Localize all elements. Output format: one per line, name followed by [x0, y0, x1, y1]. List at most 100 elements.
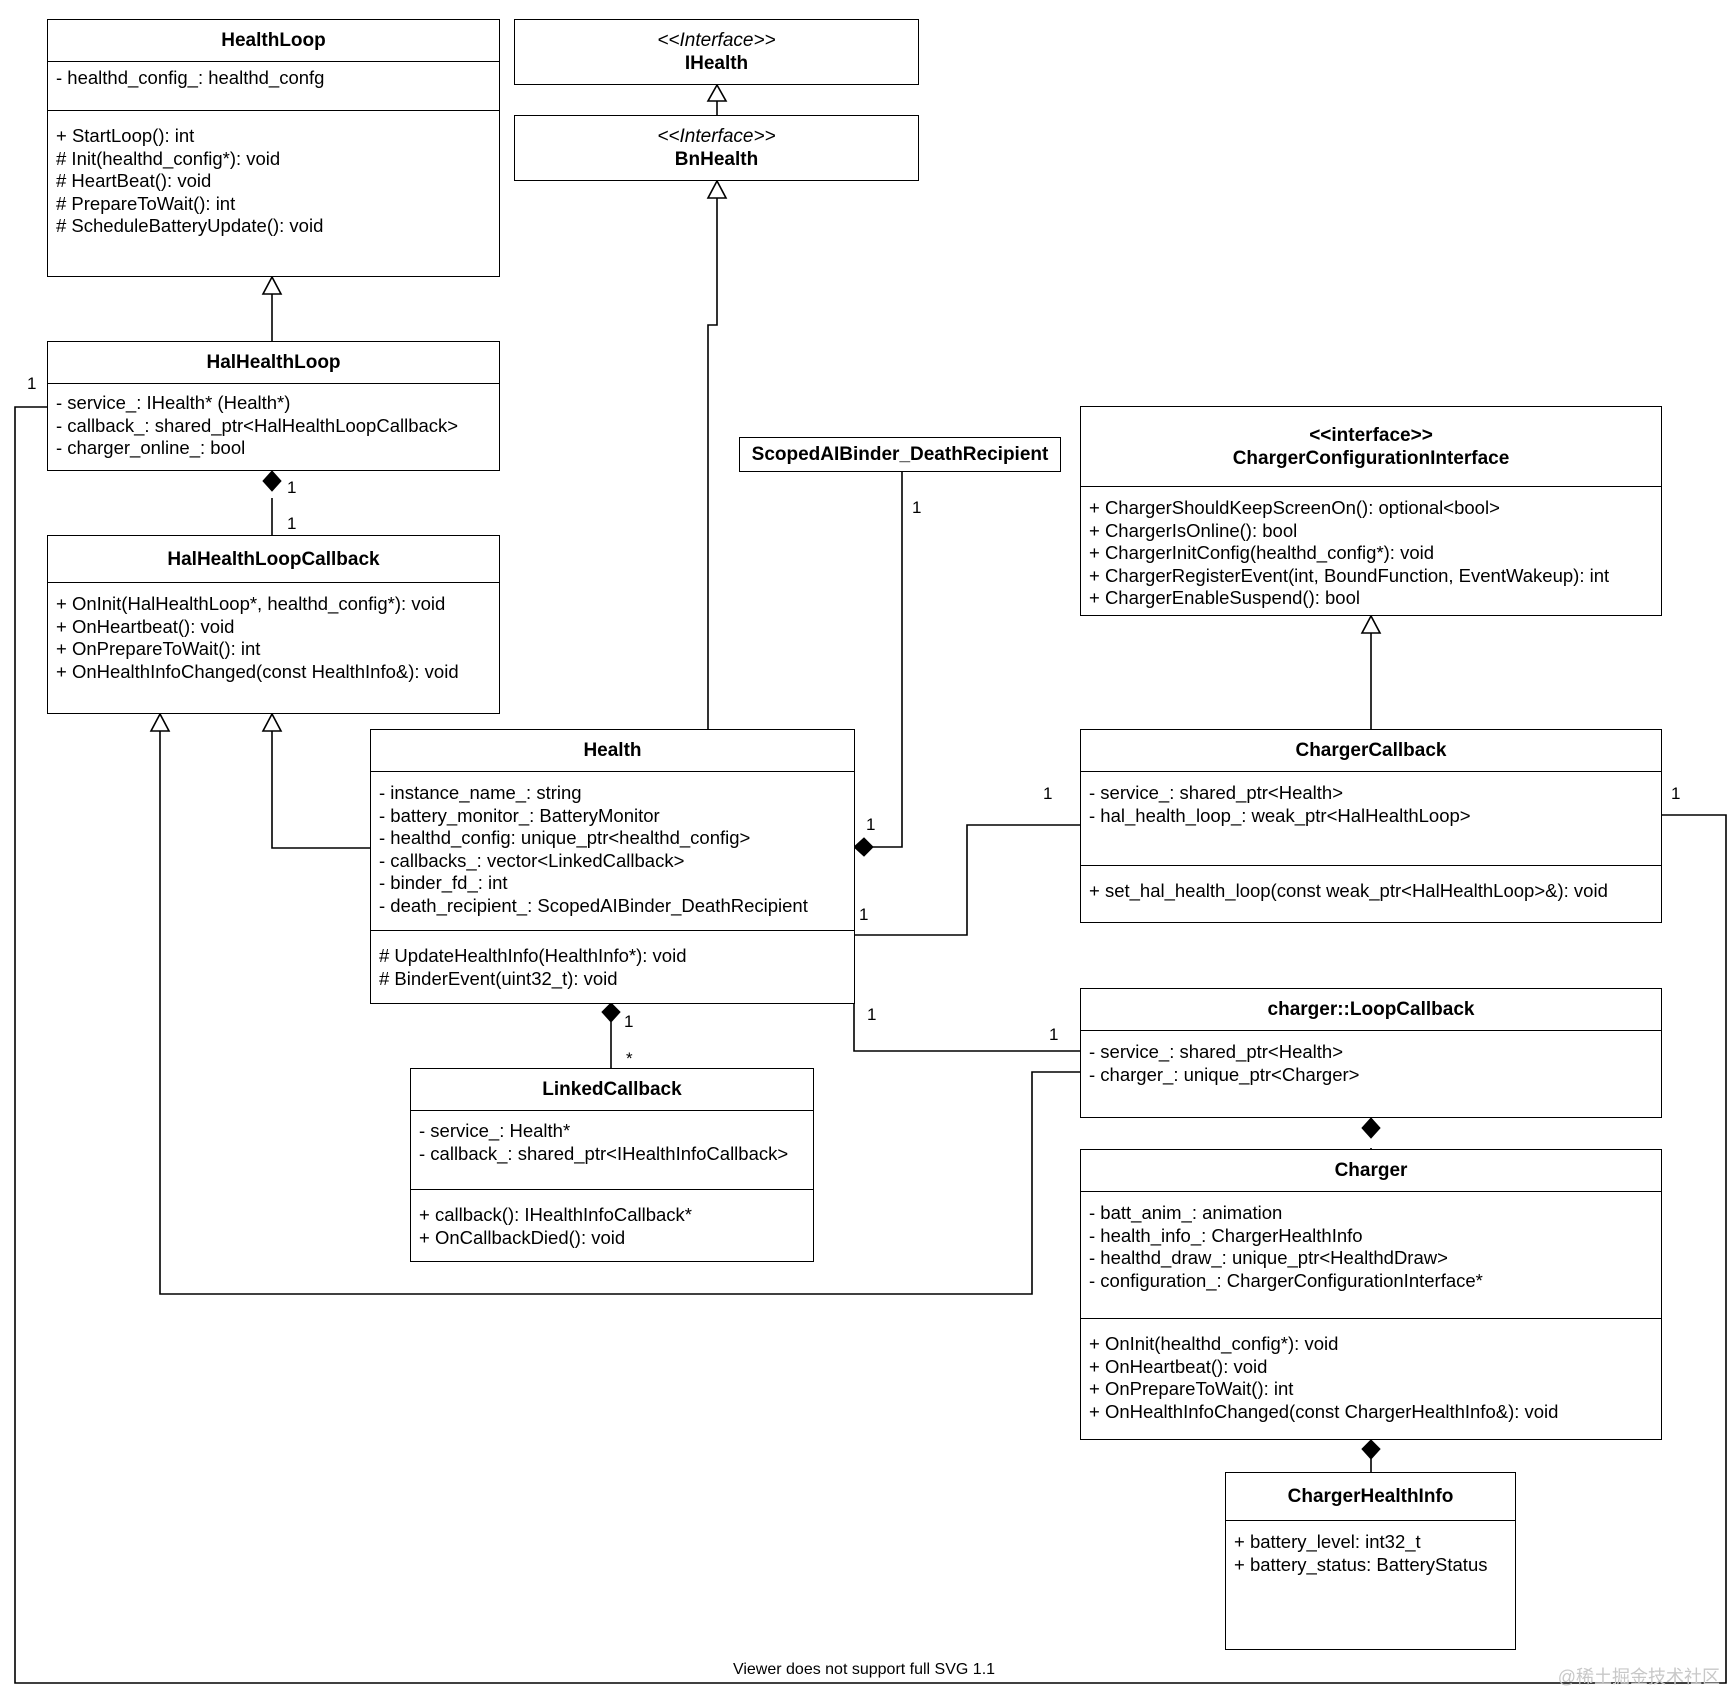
- class-chargercallback[interactable]: ChargerCallback - service_: shared_ptr<H…: [1080, 729, 1662, 923]
- attribute: - service_: Health*: [419, 1120, 571, 1141]
- class-name: ChargerCallback: [1081, 730, 1661, 772]
- generalization-arrow: [706, 83, 728, 102]
- class-charger[interactable]: Charger - batt_anim_: animation - health…: [1080, 1149, 1662, 1440]
- generalization-arrow: [149, 712, 171, 732]
- class-scoped-death-recipient[interactable]: ScopedAIBinder_DeathRecipient: [739, 437, 1061, 472]
- attribute: - death_recipient_: ScopedAIBinder_Death…: [379, 894, 808, 916]
- attribute: - charger_online_: bool: [56, 437, 246, 459]
- operation: + OnPrepareToWait(): int: [56, 638, 261, 660]
- stereotype: <<Interface>>: [657, 126, 776, 147]
- operation: + StartLoop(): int: [56, 125, 195, 146]
- class-linkedcallback[interactable]: LinkedCallback - service_: Health* - cal…: [410, 1068, 814, 1262]
- operation: # BinderEvent(uint32_t): void: [379, 967, 618, 989]
- scoped-composes-health: [873, 472, 903, 848]
- attribute: - service_: IHealth* (Health*): [56, 392, 291, 413]
- operation: + ChargerRegisterEvent(int, BoundFunctio…: [1089, 564, 1610, 586]
- class-name: HalHealthLoopCallback: [48, 536, 499, 583]
- generalization-arrow: [1360, 614, 1382, 634]
- operation: # HeartBeat(): void: [56, 170, 212, 192]
- operation: + OnHeartbeat(): void: [1089, 1355, 1268, 1377]
- class-halhealthloopcallback[interactable]: HalHealthLoopCallback + OnInit(HalHealth…: [47, 535, 500, 714]
- attributes-section: - service_: shared_ptr<Health> - hal_hea…: [1081, 772, 1661, 866]
- attribute: - healthd_config: unique_ptr<healthd_con…: [379, 827, 751, 849]
- operation: # ScheduleBatteryUpdate(): void: [56, 215, 324, 237]
- class-chargerconfigurationinterface[interactable]: <<interface>> ChargerConfigurationInterf…: [1080, 406, 1662, 616]
- class-name: charger::LoopCallback: [1081, 989, 1661, 1031]
- attributes-section: - service_: IHealth* (Health*) - callbac…: [48, 384, 499, 460]
- attributes-section: - service_: Health* - callback_: shared_…: [411, 1111, 813, 1190]
- operation: + OnHeartbeat(): void: [56, 615, 235, 637]
- operations-section: + OnInit(healthd_config*): void + OnHear…: [1081, 1319, 1661, 1423]
- operations-section: + set_hal_health_loop(const weak_ptr<Hal…: [1081, 866, 1661, 903]
- multiplicity-label: 1: [27, 374, 37, 393]
- multiplicity-label: *: [626, 1049, 633, 1068]
- operation: + callback(): IHealthInfoCallback*: [419, 1204, 693, 1225]
- attribute: - healthd_config_: healthd_confg: [56, 67, 325, 88]
- watermark: @稀土掘金技术社区: [1557, 1667, 1720, 1687]
- class-chargerhealthinfo[interactable]: ChargerHealthInfo + battery_level: int32…: [1225, 1472, 1516, 1650]
- attribute: - healthd_draw_: unique_ptr<HealthdDraw>: [1089, 1247, 1448, 1269]
- class-bnhealth[interactable]: <<Interface>> BnHealth: [514, 115, 919, 181]
- attributes-section: - healthd_config_: healthd_confg: [48, 62, 499, 111]
- class-halhealthloop[interactable]: HalHealthLoop - service_: IHealth* (Heal…: [47, 341, 500, 471]
- composition-diamond: [601, 1002, 621, 1023]
- attribute: - service_: shared_ptr<Health>: [1089, 782, 1343, 803]
- attribute: + battery_level: int32_t: [1234, 1531, 1421, 1552]
- multiplicity-label: 1: [859, 905, 869, 924]
- multiplicity-label: 1: [912, 498, 922, 517]
- attributes-section: - batt_anim_: animation - health_info_: …: [1081, 1192, 1661, 1319]
- operations-section: + StartLoop(): int # Init(healthd_config…: [48, 111, 499, 238]
- attribute: - service_: shared_ptr<Health>: [1089, 1041, 1343, 1062]
- operations-section: + callback(): IHealthInfoCallback* + OnC…: [411, 1190, 813, 1249]
- health-extends-halhealthloopcallback: [271, 731, 370, 849]
- stereotype: <<Interface>>: [657, 30, 776, 51]
- operation: + ChargerInitConfig(healthd_config*): vo…: [1089, 542, 1435, 564]
- multiplicity-label: 1: [287, 514, 297, 533]
- attribute: - callbacks_: vector<LinkedCallback>: [379, 849, 685, 871]
- halhealthloop-outer-association: [14, 406, 1727, 1684]
- multiplicity-label: 1: [1049, 1025, 1059, 1044]
- class-name: Health: [371, 730, 854, 772]
- attribute: - hal_health_loop_: weak_ptr<HalHealthLo…: [1089, 804, 1471, 826]
- class-health[interactable]: Health - instance_name_: string - batter…: [370, 729, 855, 1004]
- operation: + ChargerEnableSuspend(): bool: [1089, 587, 1360, 609]
- generalization-arrow: [706, 179, 728, 199]
- class-ihealth[interactable]: <<Interface>> IHealth: [514, 19, 919, 85]
- attribute: - health_info_: ChargerHealthInfo: [1089, 1224, 1363, 1246]
- operation: # PrepareToWait(): int: [56, 192, 236, 214]
- operations-section: + ChargerShouldKeepScreenOn(): optional<…: [1081, 487, 1661, 610]
- attribute: - battery_monitor_: BatteryMonitor: [379, 804, 660, 826]
- composition-diamond: [1361, 1439, 1381, 1460]
- attributes-section: + battery_level: int32_t + battery_statu…: [1226, 1521, 1515, 1576]
- generalization-arrow: [261, 275, 283, 295]
- stereotype: <<interface>>: [1309, 424, 1433, 446]
- multiplicity-label: 1: [624, 1012, 634, 1031]
- multiplicity-label: 1: [1043, 784, 1053, 803]
- loopcallback-extends-halhealthloopcallback: [159, 731, 1080, 1295]
- attribute: - callback_: shared_ptr<IHealthInfoCallb…: [419, 1142, 789, 1164]
- operation: + OnInit(healthd_config*): void: [1089, 1333, 1339, 1354]
- operation: + OnHealthInfoChanged(const HealthInfo&)…: [56, 660, 459, 682]
- operation: + ChargerIsOnline(): bool: [1089, 519, 1298, 541]
- operation: + OnCallbackDied(): void: [419, 1226, 626, 1248]
- operation: + OnInit(HalHealthLoop*, healthd_config*…: [56, 593, 446, 614]
- class-loopcallback[interactable]: charger::LoopCallback - service_: shared…: [1080, 988, 1662, 1118]
- attribute: - configuration_: ChargerConfigurationIn…: [1089, 1269, 1483, 1291]
- operation: # UpdateHealthInfo(HealthInfo*): void: [379, 945, 687, 966]
- multiplicity-label: 1: [287, 478, 297, 497]
- generalization-arrow: [261, 712, 283, 732]
- health-extends-bnhealth: [707, 198, 718, 729]
- attribute: - callback_: shared_ptr<HalHealthLoopCal…: [56, 414, 459, 436]
- class-healthloop[interactable]: HealthLoop - healthd_config_: healthd_co…: [47, 19, 500, 277]
- composition-diamond: [853, 837, 874, 857]
- attribute: - instance_name_: string: [379, 782, 582, 803]
- class-name: Charger: [1081, 1150, 1661, 1192]
- operation: + OnHealthInfoChanged(const ChargerHealt…: [1089, 1400, 1559, 1422]
- multiplicity-label: 1: [866, 815, 876, 834]
- multiplicity-label: 1: [1671, 784, 1681, 803]
- attribute: + battery_status: BatteryStatus: [1234, 1553, 1488, 1575]
- class-name: IHealth: [684, 53, 749, 74]
- class-name: LinkedCallback: [411, 1069, 813, 1111]
- multiplicity-label: 1: [867, 1005, 877, 1024]
